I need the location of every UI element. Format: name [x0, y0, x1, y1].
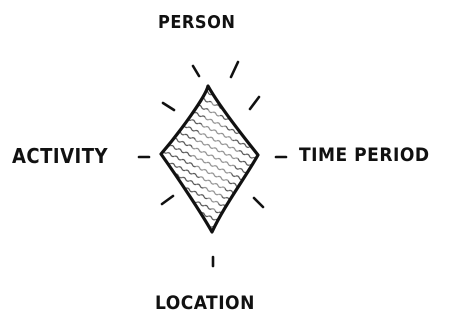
ray-lower-left [162, 196, 173, 204]
ray-lower-right [254, 198, 263, 207]
label-location: LOCATION [155, 294, 255, 313]
ray-upper-right [250, 97, 259, 109]
label-time-period: TIME PERIOD [299, 146, 430, 165]
ray-top-left [193, 66, 199, 76]
diamond-icon [161, 86, 258, 232]
ray-upper-left [163, 103, 174, 110]
label-person: PERSON [158, 14, 235, 32]
label-activity: ACTIVITY [12, 146, 108, 166]
ray-top-right [231, 62, 238, 77]
